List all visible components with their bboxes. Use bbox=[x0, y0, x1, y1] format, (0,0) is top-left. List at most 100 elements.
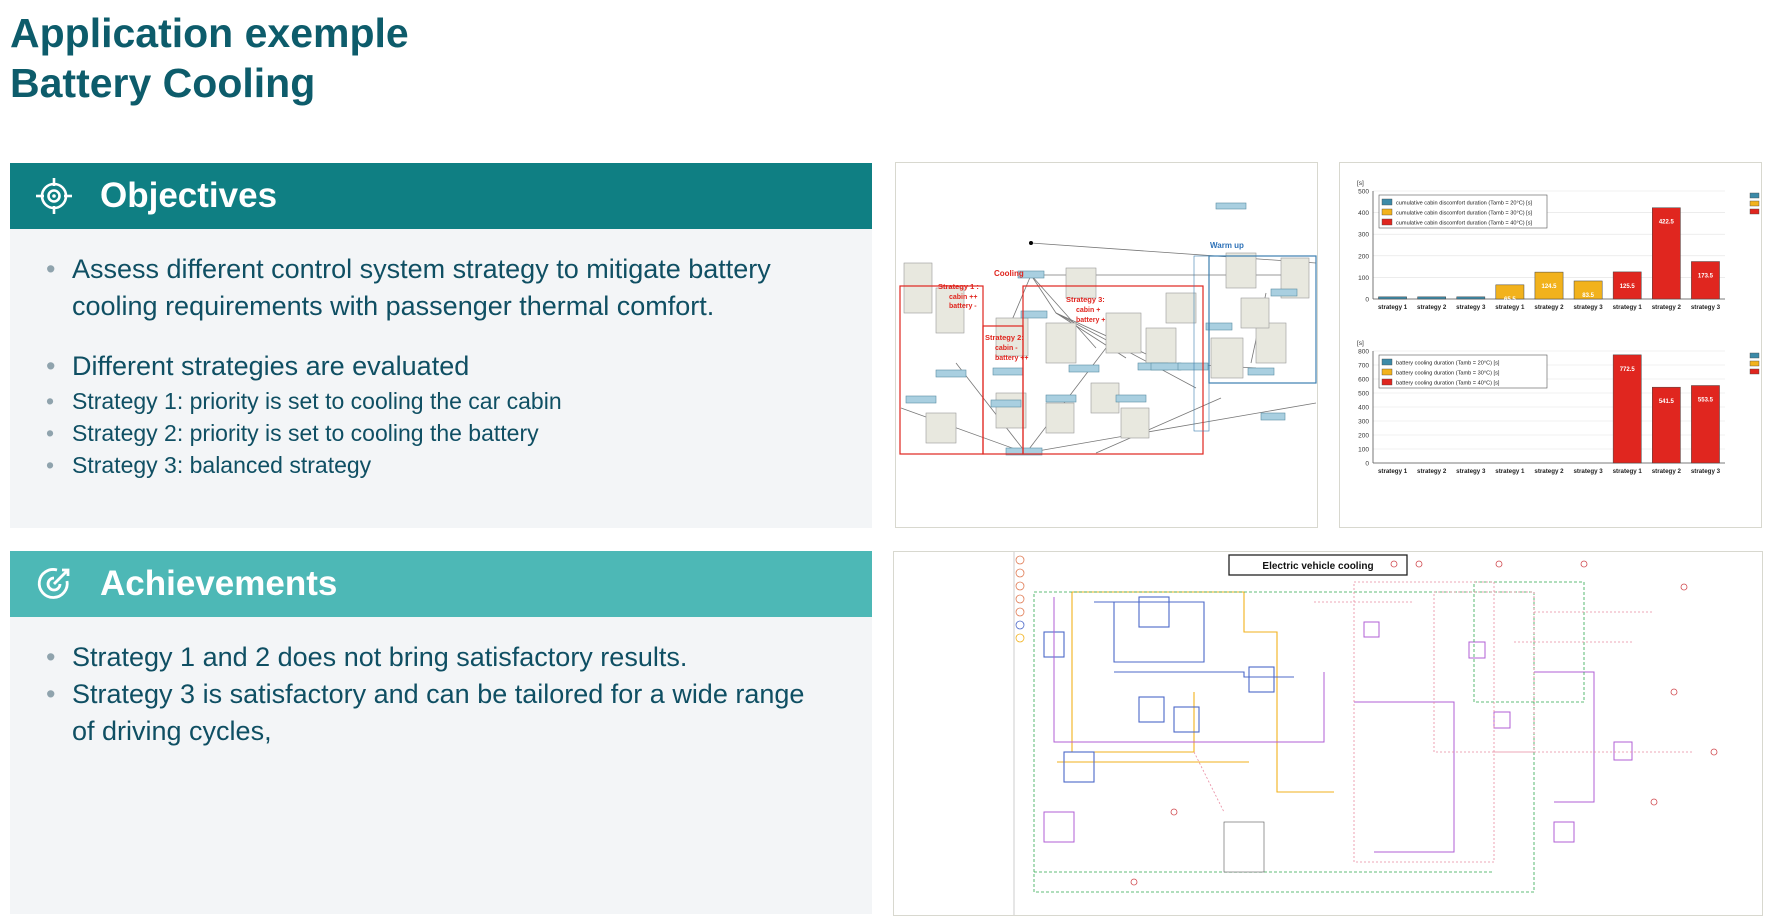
chart1-bar bbox=[1691, 261, 1720, 300]
chart1-y-tick-label: 0 bbox=[1365, 297, 1369, 304]
chart2-x-tick-label: strategy 1 bbox=[1613, 468, 1643, 475]
chart2-data-label: 772.5 bbox=[1620, 367, 1636, 373]
chart1-y-tick-label: 400 bbox=[1358, 210, 1369, 217]
page-title-line-1: Application exemple bbox=[10, 10, 409, 56]
list-item: Strategy 3: balanced strategy bbox=[46, 449, 832, 481]
chart1-y-tick-label: 500 bbox=[1358, 189, 1369, 196]
chart1-x-tick-label: strategy 3 bbox=[1456, 304, 1486, 311]
chart2-y-tick-label: 200 bbox=[1358, 433, 1369, 440]
chart2-y-tick-label: 600 bbox=[1358, 377, 1369, 384]
chart1-bar bbox=[1495, 284, 1525, 300]
strategy1-title: Strategy 1 : bbox=[938, 282, 979, 291]
chart1-x-tick-label: strategy 3 bbox=[1573, 304, 1603, 311]
target-icon bbox=[36, 178, 72, 214]
objectives-list: Assess different control system strategy… bbox=[10, 251, 872, 481]
list-item: Assess different control system strategy… bbox=[46, 251, 832, 325]
chart1-x-tick-label: strategy 1 bbox=[1613, 304, 1643, 311]
chart2-x-tick-label: strategy 3 bbox=[1691, 468, 1721, 475]
chart1-bar bbox=[1652, 207, 1681, 300]
objectives-header: Objectives bbox=[10, 163, 872, 229]
chart1-bar bbox=[1417, 296, 1446, 300]
strategy3-title: Strategy 3: bbox=[1066, 295, 1105, 304]
achievements-heading: Achievements bbox=[100, 564, 338, 603]
chart2-side-swatch bbox=[1749, 360, 1760, 367]
chart2-x-tick-label: strategy 2 bbox=[1417, 468, 1447, 475]
chart1-legend-box bbox=[1378, 194, 1548, 229]
chart2-x-tick-label: strategy 3 bbox=[1573, 468, 1603, 475]
chart1-x-tick-label: strategy 2 bbox=[1652, 304, 1682, 311]
achievements-header: Achievements bbox=[10, 551, 872, 617]
achievements-list: Strategy 1 and 2 does not bring satisfac… bbox=[10, 639, 872, 750]
chart2-data-label: 541.5 bbox=[1659, 399, 1675, 405]
chart1-side-swatch bbox=[1749, 192, 1760, 199]
strategy2-title: Strategy 2: bbox=[985, 333, 1024, 342]
cooling-circuit-graphic: Electric vehicle cooling bbox=[1013, 552, 1718, 915]
chart2-y-tick-label: 700 bbox=[1358, 363, 1369, 370]
chart2-bar bbox=[1691, 385, 1720, 464]
list-item: Strategy 3 is satisfactory and can be ta… bbox=[46, 676, 832, 750]
chart2-y-tick-label: 0 bbox=[1365, 461, 1369, 468]
strategy1-line-b: battery - bbox=[949, 303, 977, 310]
chart1-legend-label: cumulative cabin discomfort duration (Ta… bbox=[1396, 201, 1533, 207]
list-item: Strategy 1 and 2 does not bring satisfac… bbox=[46, 639, 832, 676]
chart2-legend-swatch bbox=[1381, 378, 1393, 386]
strategy3-line-a: cabin + bbox=[1076, 307, 1100, 314]
chart2-side-swatch bbox=[1749, 368, 1760, 375]
chart2-x-tick-label: strategy 2 bbox=[1652, 468, 1682, 475]
chart2-bar bbox=[1612, 354, 1642, 464]
chart1-data-label: 125.5 bbox=[1620, 284, 1636, 290]
strategy3-line-b: battery + bbox=[1076, 317, 1105, 324]
chart1-bar bbox=[1534, 271, 1564, 300]
chart2-legend-swatch bbox=[1381, 358, 1393, 366]
ev-cooling-diagram: Electric vehicle cooling bbox=[893, 551, 1763, 916]
chart1-legend-label: cumulative cabin discomfort duration (Ta… bbox=[1396, 211, 1533, 217]
control-strategy-diagram: Cooling Warm up Strategy 1 : cabin ++ ba… bbox=[895, 162, 1318, 528]
chart1-y-unit: [s] bbox=[1357, 180, 1364, 187]
chart1-y-tick-label: 300 bbox=[1358, 232, 1369, 239]
list-item: Different strategies are evaluated bbox=[46, 348, 832, 385]
chart2-x-tick-label: strategy 3 bbox=[1456, 468, 1486, 475]
chart2-x-tick-label: strategy 1 bbox=[1378, 468, 1408, 475]
strategy2-line-b: battery ++ bbox=[995, 355, 1028, 362]
chart2-legend-label: battery cooling duration (Tamb = 40°C) [… bbox=[1396, 381, 1500, 387]
objectives-panel: Objectives Assess different control syst… bbox=[10, 163, 872, 528]
chart2-y-unit: [s] bbox=[1357, 340, 1364, 347]
chart1-data-label: 83.5 bbox=[1582, 293, 1594, 299]
chart1-bar bbox=[1612, 271, 1642, 300]
chart2-legend-box bbox=[1378, 354, 1548, 389]
chart1-bar bbox=[1573, 280, 1603, 300]
list-item: Strategy 1: priority is set to cooling t… bbox=[46, 385, 832, 417]
chart1-y-tick-label: 200 bbox=[1358, 253, 1369, 260]
chart2-legend-label: battery cooling duration (Tamb = 20°C) [… bbox=[1396, 361, 1500, 367]
chart1-legend-swatch bbox=[1381, 218, 1393, 226]
chart1-x-tick-label: strategy 1 bbox=[1378, 304, 1408, 311]
cooling-label: Cooling bbox=[994, 269, 1024, 278]
chart2-x-tick-label: strategy 2 bbox=[1534, 468, 1564, 475]
chart1-x-tick-label: strategy 2 bbox=[1417, 304, 1447, 311]
cooling-diagram-title: Electric vehicle cooling bbox=[1262, 561, 1373, 572]
chart1-data-label: 124.5 bbox=[1541, 284, 1557, 290]
list-item: Strategy 2: priority is set to cooling t… bbox=[46, 417, 832, 449]
chart1-bar bbox=[1456, 296, 1486, 300]
chart2-legend-swatch bbox=[1381, 368, 1393, 376]
chart1-bar bbox=[1378, 296, 1407, 300]
chart1-y-tick-label: 100 bbox=[1358, 275, 1369, 282]
strategy2-line-a: cabin - bbox=[995, 345, 1018, 352]
warm-up-label: Warm up bbox=[1210, 241, 1244, 250]
chart1-side-swatch bbox=[1749, 208, 1760, 215]
chart1-data-label: 422.5 bbox=[1659, 220, 1675, 226]
chart2-data-label: 553.5 bbox=[1698, 398, 1714, 404]
chart2-y-tick-label: 500 bbox=[1358, 391, 1369, 398]
bullseye-check-icon bbox=[37, 568, 70, 599]
chart1-x-tick-label: strategy 2 bbox=[1534, 304, 1564, 311]
objectives-heading: Objectives bbox=[100, 176, 278, 215]
chart2-x-tick-label: strategy 1 bbox=[1495, 468, 1525, 475]
chart1-legend-label: cumulative cabin discomfort duration (Ta… bbox=[1396, 221, 1533, 227]
chart1-side-swatch bbox=[1749, 200, 1760, 207]
chart1-x-tick-label: strategy 1 bbox=[1495, 304, 1525, 311]
chart2-y-tick-label: 300 bbox=[1358, 419, 1369, 426]
chart1-data-label: 65.5 bbox=[1504, 297, 1516, 303]
chart2-y-tick-label: 800 bbox=[1358, 349, 1369, 356]
chart1-x-tick-label: strategy 3 bbox=[1691, 304, 1721, 311]
chart2-bar bbox=[1652, 386, 1681, 464]
